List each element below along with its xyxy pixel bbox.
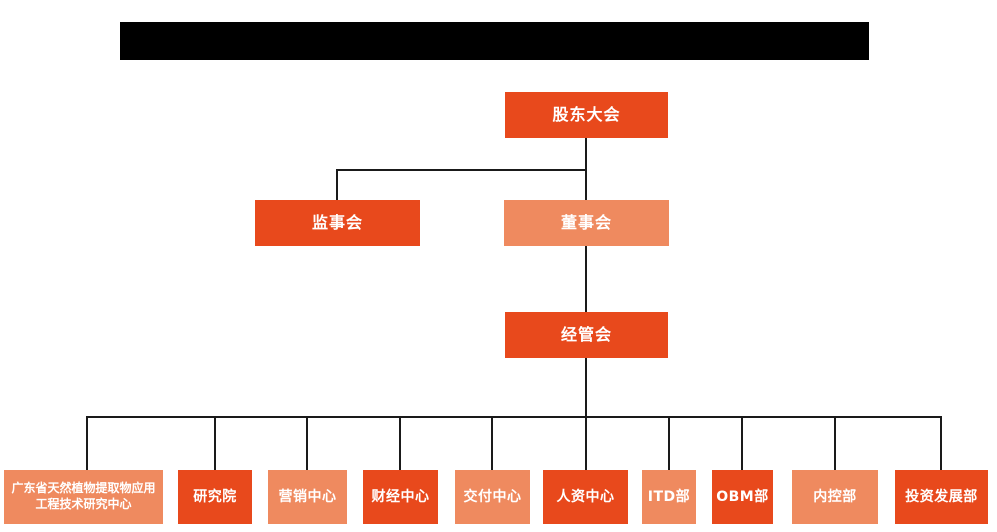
connector-drop-dept8 [741,416,743,470]
connector-drop-dept3 [306,416,308,470]
org-node-label: 监事会 [311,212,363,232]
org-node-obm-department: OBM部 [712,470,773,524]
connector-drop-dept9 [834,416,836,470]
connector-management-bus [585,358,587,416]
org-node-itd-department: ITD部 [642,470,696,524]
org-node-label: OBM部 [716,488,769,505]
org-node-marketing-center: 营销中心 [268,470,347,524]
connector-directors-management [585,246,587,312]
connector-drop-dept2 [214,416,216,470]
org-node-investment-development-department: 投资发展部 [895,470,988,524]
org-node-research-institute: 研究院 [178,470,252,524]
org-node-label: 财经中心 [371,488,430,505]
connector-supervisors-drop [336,169,338,200]
org-node-board-of-directors: 董事会 [504,200,669,246]
org-node-guangdong-research-center: 广东省天然植物提取物应用工程技术研究中心 [4,470,163,524]
connector-drop-dept6 [585,416,587,470]
connector-drop-dept10 [940,416,942,470]
org-node-label: 董事会 [560,212,612,232]
org-node-label: 股东大会 [552,104,621,124]
org-node-label: 广东省天然植物提取物应用工程技术研究中心 [11,481,156,511]
redacted-title-bar [120,22,869,60]
org-node-supervisory-board: 监事会 [255,200,420,246]
org-node-internal-control-department: 内控部 [792,470,878,524]
org-node-shareholders-meeting: 股东大会 [505,92,668,138]
connector-drop-dept1 [86,416,88,470]
connector-drop-dept5 [491,416,493,470]
connector-departments-bus [86,416,942,418]
org-node-label: 营销中心 [278,488,337,505]
org-node-label: 内控部 [813,488,857,505]
connector-level2-horizontal [336,169,587,171]
org-node-label: 人资中心 [556,488,615,505]
org-node-management-committee: 经管会 [505,312,668,358]
connector-drop-dept4 [399,416,401,470]
org-node-hr-center: 人资中心 [543,470,628,524]
org-node-label: 投资发展部 [905,488,978,505]
org-node-delivery-center: 交付中心 [455,470,530,524]
org-node-label: 研究院 [193,488,237,505]
org-node-label: ITD部 [647,488,691,505]
org-node-label: 交付中心 [463,488,522,505]
org-node-label: 经管会 [560,324,612,344]
connector-drop-dept7 [668,416,670,470]
org-node-finance-center: 财经中心 [363,470,438,524]
